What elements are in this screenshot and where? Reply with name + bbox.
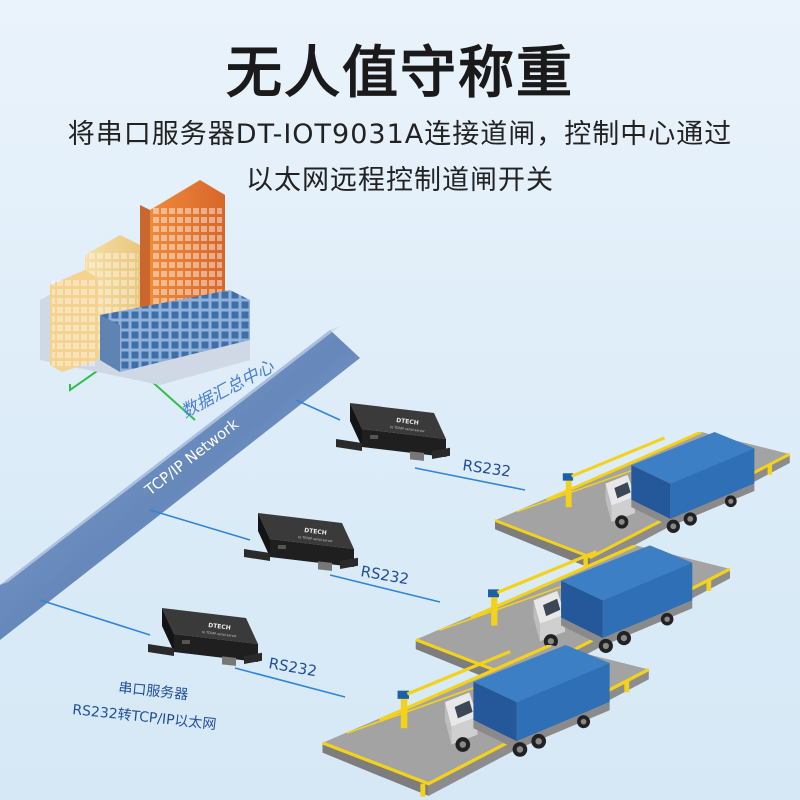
rs232-label-1: RS232 xyxy=(461,456,512,481)
serial-server-icon xyxy=(336,403,450,461)
subtitle-line-1: 将串口服务器DT-IOT9031A连接道闸，控制中心通过 xyxy=(67,119,733,150)
serial-server-icon xyxy=(244,513,358,571)
rs232-label-3: RS232 xyxy=(267,654,318,680)
device-caption-line-2: RS232转TCP/IP以太网 xyxy=(72,702,217,733)
building-icon xyxy=(40,180,250,385)
network-link-2 xyxy=(149,509,251,541)
serial-server-icon xyxy=(148,608,262,666)
page-title: 无人值守称重 xyxy=(226,41,574,106)
network-link-1 xyxy=(295,399,341,421)
device-caption-line-1: 串口服务器 xyxy=(118,680,189,703)
rs232-line-3 xyxy=(234,667,346,698)
rs232-line-1 xyxy=(414,467,526,491)
subtitle-line-2: 以太网远程控制道闸开关 xyxy=(246,165,554,196)
network-link-3 xyxy=(39,599,151,636)
rs232-line-2 xyxy=(329,574,441,603)
network-band xyxy=(0,330,360,640)
